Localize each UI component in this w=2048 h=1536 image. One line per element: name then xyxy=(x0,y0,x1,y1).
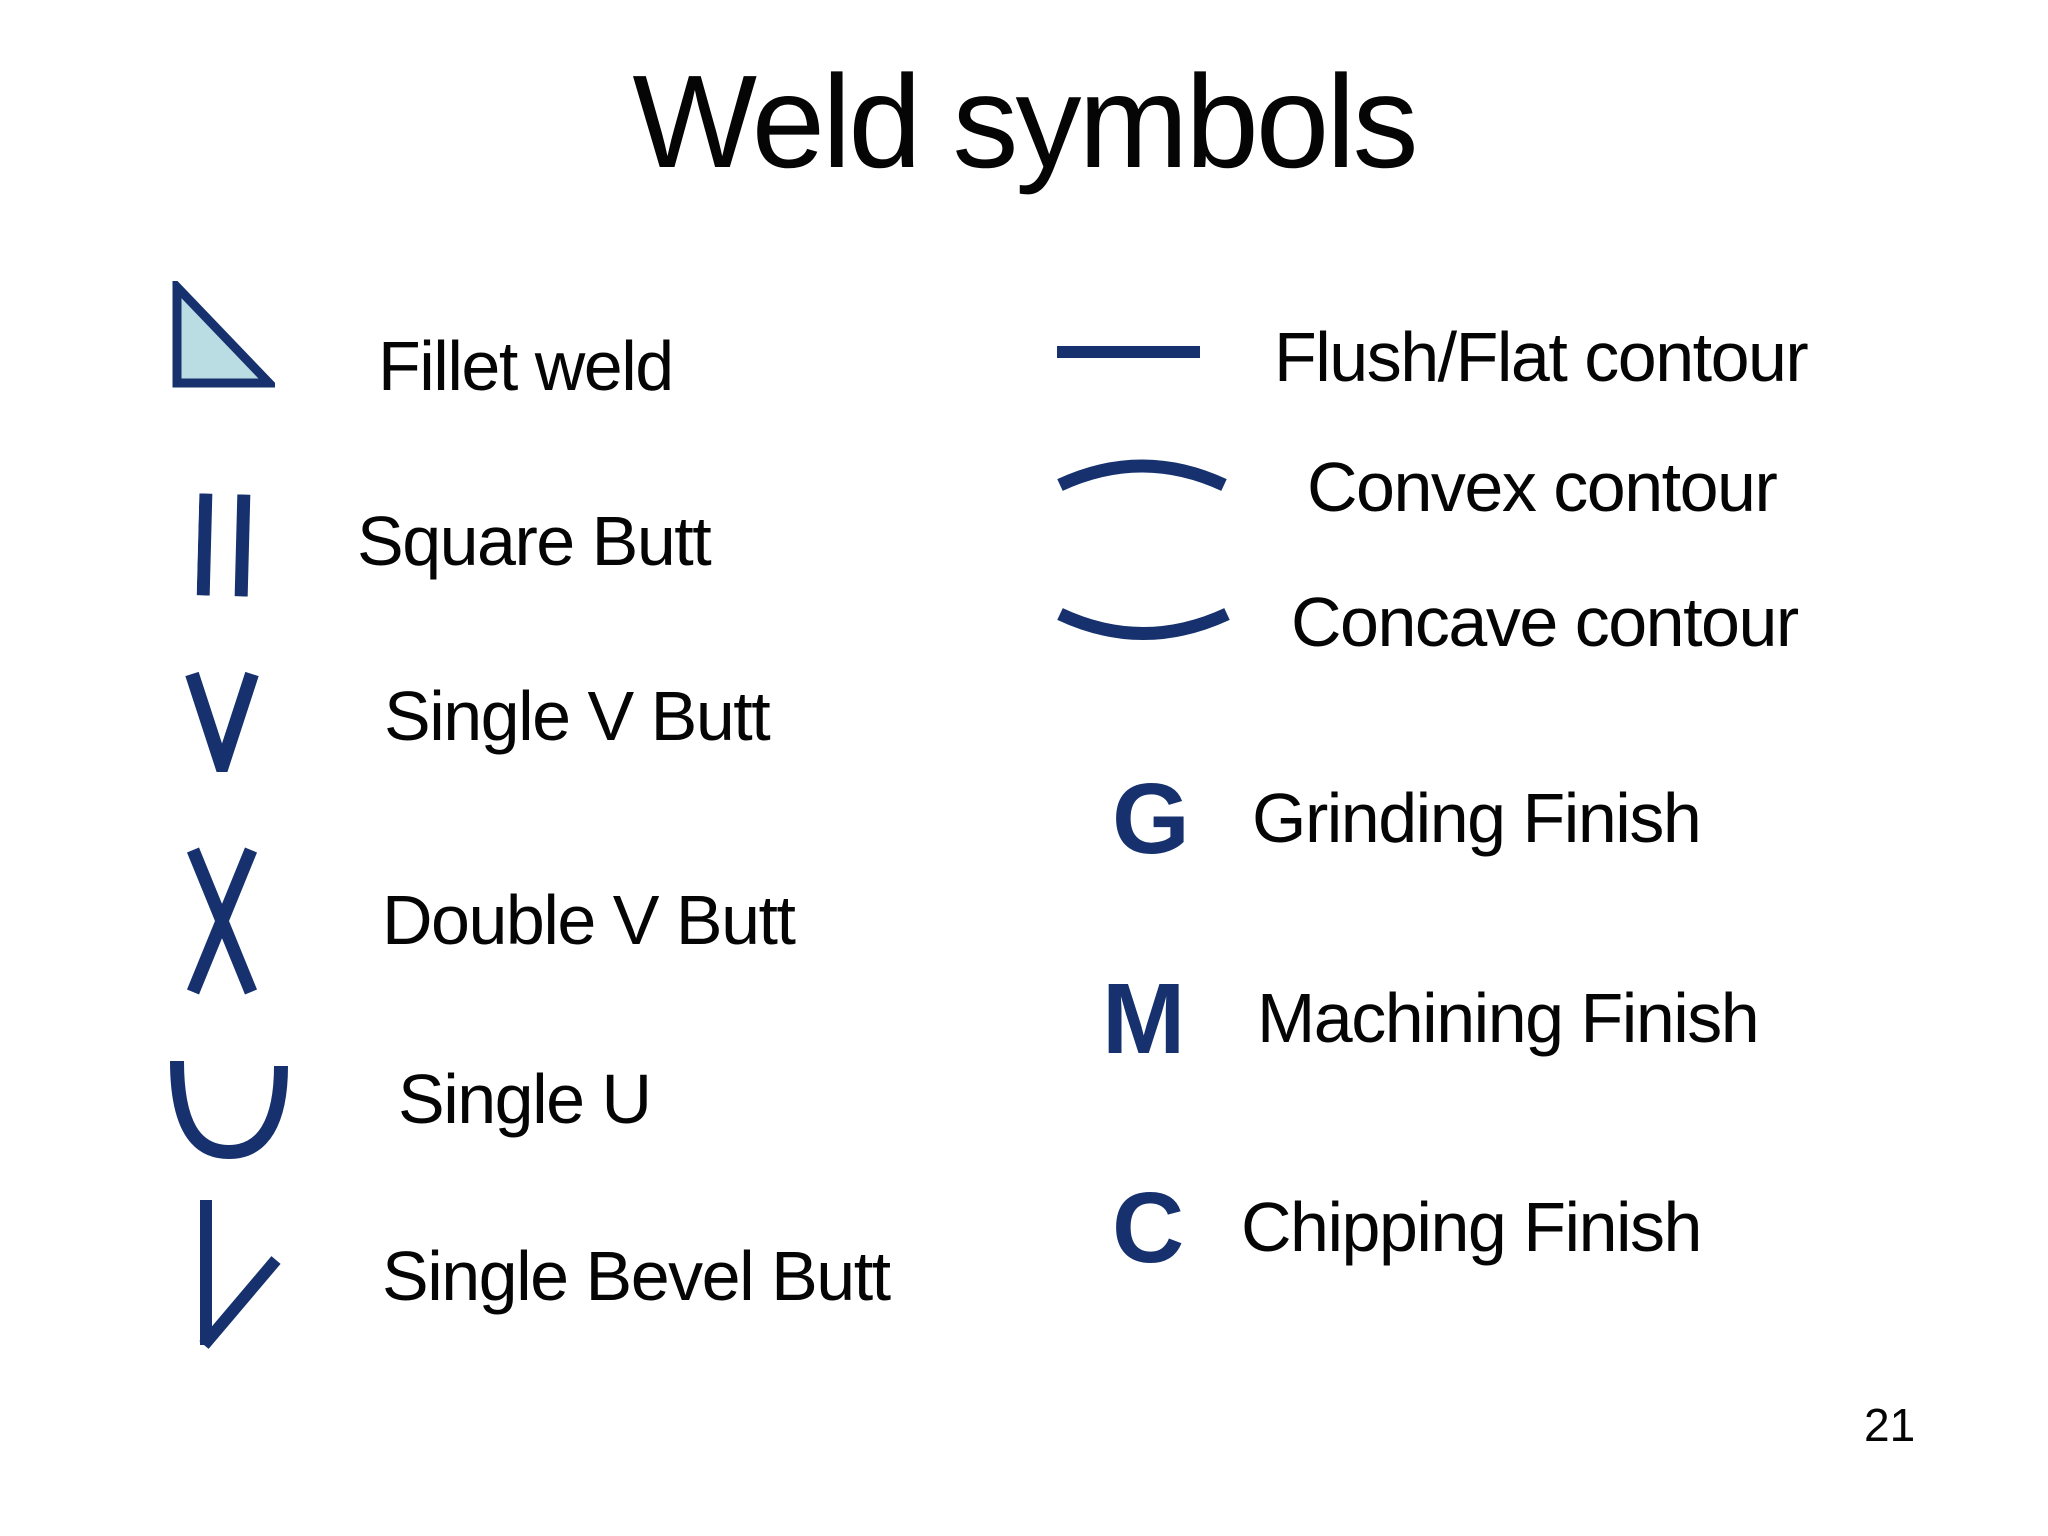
double-v-butt-label: Double V Butt xyxy=(382,881,796,959)
concave-contour-label: Concave contour xyxy=(1291,583,1799,661)
fillet-weld-triangle-icon xyxy=(172,281,275,388)
chipping-letter-icon: C xyxy=(1112,1172,1185,1284)
machining-letter-icon: M xyxy=(1102,963,1186,1075)
square-butt-bars-icon xyxy=(196,493,251,597)
convex-contour-label: Convex contour xyxy=(1307,448,1778,526)
single-v-icon xyxy=(185,671,259,772)
machining-finish-label: Machining Finish xyxy=(1257,979,1760,1057)
chipping-finish-label: Chipping Finish xyxy=(1241,1188,1702,1266)
single-u-label: Single U xyxy=(398,1060,652,1138)
double-v-icon xyxy=(186,847,258,995)
concave-arc-icon xyxy=(1057,608,1230,640)
single-bevel-icon xyxy=(199,1200,281,1349)
grinding-letter-icon: G xyxy=(1112,763,1190,875)
single-u-icon xyxy=(170,1060,288,1160)
convex-arc-icon xyxy=(1057,459,1227,491)
fillet-weld-label: Fillet weld xyxy=(378,327,674,405)
flush-flat-line-icon xyxy=(1057,346,1200,358)
page-title: Weld symbols xyxy=(632,48,1418,195)
flush-flat-contour-label: Flush/Flat contour xyxy=(1274,318,1809,396)
single-bevel-butt-label: Single Bevel Butt xyxy=(382,1237,891,1315)
grinding-finish-label: Grinding Finish xyxy=(1252,779,1702,857)
square-butt-label: Square Butt xyxy=(357,502,712,580)
page-number: 21 xyxy=(1864,1399,1916,1451)
single-v-butt-label: Single V Butt xyxy=(384,677,771,755)
